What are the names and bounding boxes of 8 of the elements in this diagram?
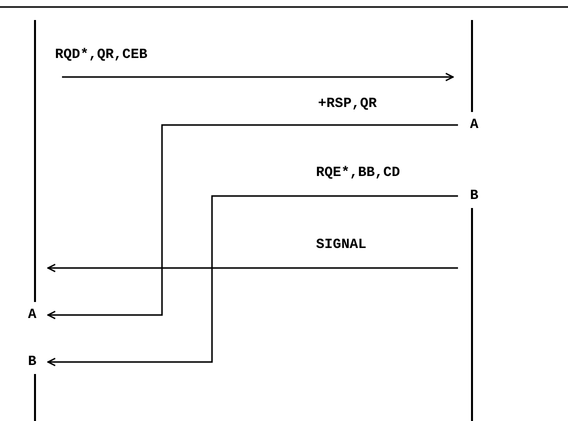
- message-arrow: [47, 195, 458, 366]
- message-label: +RSP,QR: [318, 96, 377, 112]
- message-arrow: [62, 72, 454, 82]
- message-arrow: [47, 124, 458, 320]
- message-label: RQD*,QR,CEB: [55, 47, 148, 63]
- message-arrow: [47, 264, 458, 272]
- message-label: SIGNAL: [316, 237, 366, 253]
- message-label: RQE*,BB,CD: [316, 165, 400, 181]
